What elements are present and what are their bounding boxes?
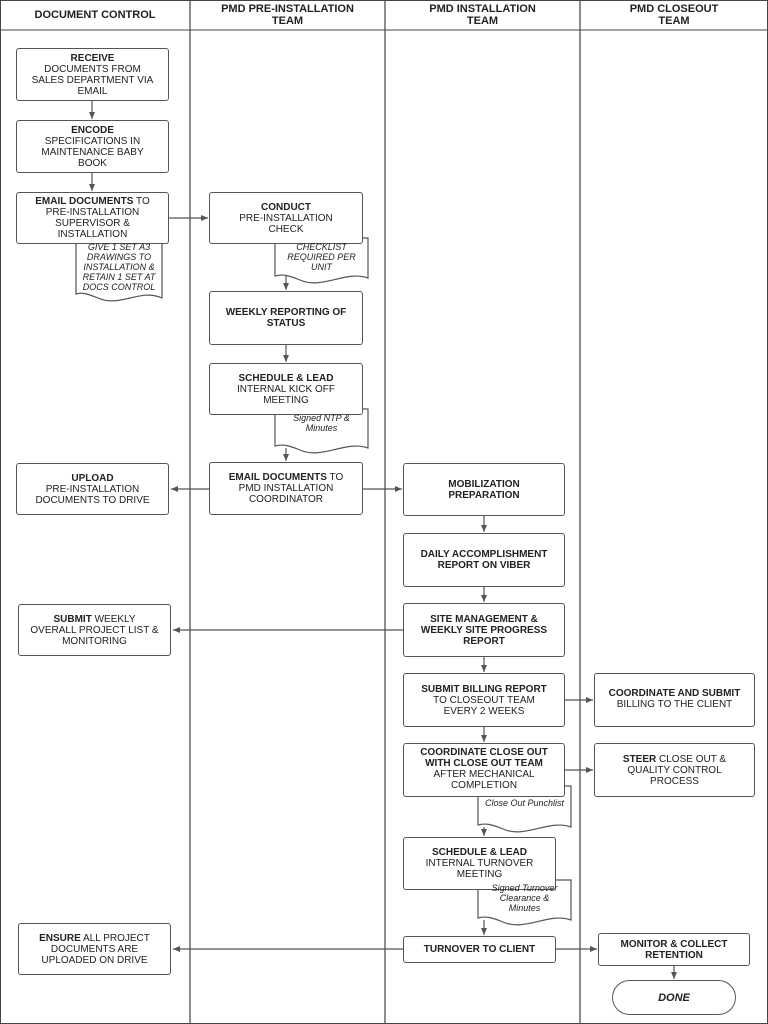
step-email-coordinator-title: EMAIL DOCUMENTS bbox=[228, 472, 327, 483]
note-turnover-clearance: Signed Turnover Clearance & Minutes bbox=[491, 883, 558, 913]
step-ensure-text: DOCUMENTS ARE UPLOADED ON DRIVE bbox=[41, 943, 148, 966]
step-billing-report: SUBMIT BILLING REPORT TO CLOSEOUT TEAM E… bbox=[403, 673, 565, 727]
step-receive-text: DOCUMENTS FROM SALES DEPARTMENT VIA EMAI… bbox=[31, 63, 154, 97]
step-schedule-text: INTERNAL KICK OFF MEETING bbox=[237, 384, 335, 406]
step-submit-rest: WEEKLY bbox=[91, 613, 136, 625]
step-monitor: MONITOR & COLLECT RETENTION bbox=[598, 933, 750, 966]
lane-title-document-control: DOCUMENT CONTROL bbox=[34, 9, 156, 21]
note-ntp: Signed NTP & Minutes bbox=[293, 413, 350, 433]
step-coordinate-submit: COORDINATE AND SUBMIT BILLING TO THE CLI… bbox=[594, 673, 755, 727]
step-coordinate-closeout: COORDINATE CLOSE OUT WITH CLOSE OUT TEAM… bbox=[403, 743, 565, 797]
end-terminator-done: DONE bbox=[612, 980, 736, 1015]
step-billing-title: SUBMIT BILLING REPORT bbox=[421, 683, 547, 695]
step-coordinate-title: COORDINATE CLOSE OUT WITH CLOSE OUT TEAM bbox=[420, 747, 548, 769]
step-turnover-client-title: TURNOVER TO CLIENT bbox=[423, 944, 536, 955]
lane-title-pre-installation: PMD PRE-INSTALLATION TEAM bbox=[221, 3, 354, 27]
step-weekly-title: WEEKLY REPORTING OF STATUS bbox=[225, 307, 347, 329]
step-email-coordinator-heading: EMAIL DOCUMENTS TO bbox=[229, 472, 343, 483]
step-turnover-client: TURNOVER TO CLIENT bbox=[403, 936, 556, 963]
step-schedule-title: SCHEDULE & LEAD bbox=[238, 373, 334, 384]
step-mobilization: MOBILIZATION PREPARATION bbox=[403, 463, 565, 516]
step-monitor-title: MONITOR & COLLECT RETENTION bbox=[620, 938, 728, 961]
step-submit-heading: SUBMIT WEEKLY bbox=[53, 614, 135, 625]
note-shape-turnover bbox=[477, 879, 572, 926]
step-ensure-heading: ENSURE ALL PROJECT bbox=[39, 933, 150, 944]
step-ensure-title: ENSURE bbox=[39, 932, 81, 944]
step-receive: RECEIVE DOCUMENTS FROM SALES DEPARTMENT … bbox=[16, 48, 169, 101]
step-encode-title: ENCODE bbox=[71, 124, 114, 136]
step-coordinate-text: AFTER MECHANICAL COMPLETION bbox=[433, 769, 535, 791]
step-turnover-meeting: SCHEDULE & LEAD INTERNAL TURNOVER MEETIN… bbox=[403, 837, 556, 890]
note-shape-ntp bbox=[274, 408, 369, 454]
step-conduct-text: PRE-INSTALLATION CHECK bbox=[239, 213, 333, 235]
step-upload-title: UPLOAD bbox=[71, 472, 114, 484]
step-submit-text: OVERALL PROJECT LIST & MONITORING bbox=[30, 624, 159, 647]
step-conduct: CONDUCT PRE-INSTALLATION CHECK bbox=[209, 192, 363, 244]
step-email-documents: EMAIL DOCUMENTS TO PRE-INSTALLATION SUPE… bbox=[16, 192, 169, 244]
step-site-management: SITE MANAGEMENT & WEEKLY SITE PROGRESS R… bbox=[403, 603, 565, 657]
step-steer: STEER CLOSE OUT & QUALITY CONTROL PROCES… bbox=[594, 743, 755, 797]
step-encode: ENCODE SPECIFICATIONS IN MAINTENANCE BAB… bbox=[16, 120, 169, 173]
step-daily-title: DAILY ACCOMPLISHMENT REPORT ON VIBER bbox=[420, 549, 548, 571]
step-email-documents-rest: TO bbox=[133, 196, 150, 207]
step-encode-text: SPECIFICATIONS IN MAINTENANCE BABY BOOK bbox=[41, 135, 144, 169]
step-steer-rest: CLOSE OUT & bbox=[656, 753, 727, 765]
note-punchlist: Close Out Punchlist bbox=[484, 798, 565, 808]
note-shape-docs bbox=[75, 237, 163, 302]
step-ensure: ENSURE ALL PROJECT DOCUMENTS ARE UPLOADE… bbox=[18, 923, 171, 975]
lane-title-installation: PMD INSTALLATION TEAM bbox=[429, 3, 536, 27]
step-conduct-title: CONDUCT bbox=[261, 202, 311, 213]
step-upload-text: PRE-INSTALLATION DOCUMENTS TO DRIVE bbox=[35, 483, 150, 506]
step-schedule-kickoff: SCHEDULE & LEAD INTERNAL KICK OFF MEETIN… bbox=[209, 363, 363, 415]
step-email-documents-heading: EMAIL DOCUMENTS TO bbox=[35, 196, 149, 207]
step-coordinate-submit-title: COORDINATE AND SUBMIT bbox=[608, 688, 741, 699]
step-mobilization-title: MOBILIZATION PREPARATION bbox=[448, 478, 520, 501]
step-turnover-meeting-text: INTERNAL TURNOVER MEETING bbox=[425, 858, 534, 880]
step-email-documents-text: PRE-INSTALLATION SUPERVISOR & INSTALLATI… bbox=[45, 207, 140, 240]
step-weekly-reporting: WEEKLY REPORTING OF STATUS bbox=[209, 291, 363, 345]
note-shape-checklist bbox=[274, 237, 369, 284]
step-upload: UPLOAD PRE-INSTALLATION DOCUMENTS TO DRI… bbox=[16, 463, 169, 515]
note-drawings: GIVE 1 SET A3 DRAWINGS TO INSTALLATION &… bbox=[82, 242, 156, 292]
lane-title-closeout: PMD CLOSEOUT TEAM bbox=[629, 3, 719, 27]
step-billing-text: TO CLOSEOUT TEAM EVERY 2 WEEKS bbox=[433, 694, 535, 717]
step-submit-weekly: SUBMIT WEEKLY OVERALL PROJECT LIST & MON… bbox=[18, 604, 171, 656]
step-coordinate-submit-text: BILLING TO THE CLIENT bbox=[616, 699, 733, 710]
note-checklist: CHECKLIST REQUIRED PER UNIT bbox=[287, 242, 356, 272]
note-shape-punchlist bbox=[477, 785, 572, 833]
step-email-coordinator-rest: TO bbox=[326, 472, 344, 483]
step-ensure-rest: ALL PROJECT bbox=[80, 932, 150, 944]
step-steer-heading: STEER CLOSE OUT & bbox=[623, 754, 726, 765]
step-email-coordinator: EMAIL DOCUMENTS TO PMD INSTALLATION COOR… bbox=[209, 462, 363, 515]
step-receive-title: RECEIVE bbox=[70, 52, 115, 64]
step-site-title: SITE MANAGEMENT & WEEKLY SITE PROGRESS R… bbox=[420, 613, 548, 647]
step-steer-text: QUALITY CONTROL PROCESS bbox=[627, 764, 722, 787]
step-email-coordinator-text: PMD INSTALLATION COORDINATOR bbox=[238, 483, 334, 505]
step-turnover-meeting-title: SCHEDULE & LEAD bbox=[431, 847, 527, 858]
step-steer-title: STEER bbox=[622, 753, 657, 765]
step-daily-report: DAILY ACCOMPLISHMENT REPORT ON VIBER bbox=[403, 533, 565, 587]
step-submit-title: SUBMIT bbox=[53, 613, 92, 625]
step-email-documents-title: EMAIL DOCUMENTS bbox=[35, 196, 134, 207]
